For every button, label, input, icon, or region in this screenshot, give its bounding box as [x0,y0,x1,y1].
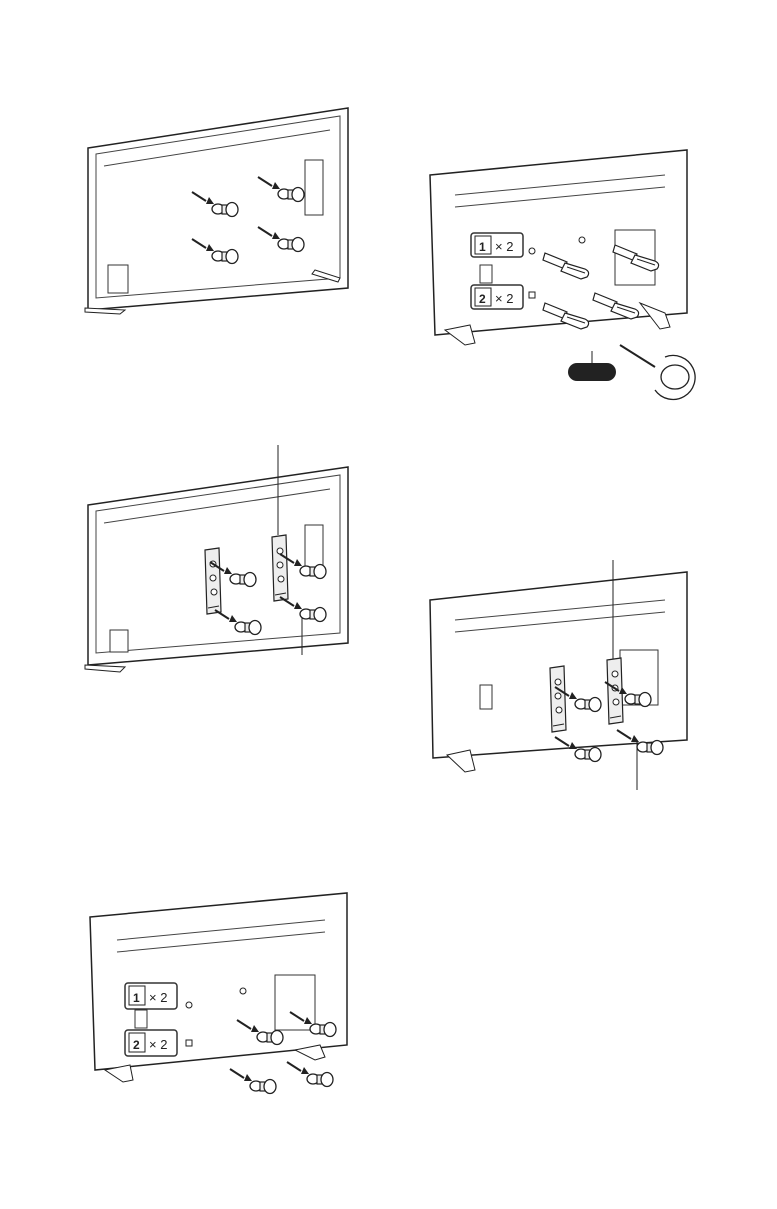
badge-3-count: × 2 [149,990,167,1005]
badge-1-count: × 2 [495,239,513,254]
tv-back-spacer-positions-icon: 1 × 2 2 × 2 [85,885,365,1115]
badge-4: 2 × 2 [125,1030,177,1056]
badge-3: 1 × 2 [125,983,177,1009]
tv-back-remove-screws-icon [80,100,360,320]
badge-4-count: × 2 [149,1037,167,1052]
figure-attach-brackets-b [425,560,705,795]
badge-2-number: 2 [479,292,486,306]
badge-2: 2 × 2 [471,285,523,309]
badge-1: 1 × 2 [471,233,523,257]
figure-spacer-positions: 1 × 2 2 × 2 [85,885,365,1115]
figure-remove-screws [80,100,360,320]
badge-1-number: 1 [479,240,486,254]
figure-insert-spacers: 1 × 2 2 × 2 [425,145,705,405]
badge-4-number: 2 [133,1038,140,1052]
tv-back-attach-brackets-alt-icon [425,560,705,795]
figure-attach-brackets-a [80,445,360,680]
badge-3-number: 1 [133,991,140,1005]
spacer-callout-label [568,363,616,381]
tv-back-attach-brackets-icon [80,445,360,680]
badge-2-count: × 2 [495,291,513,306]
tv-back-insert-spacers-icon: 1 × 2 2 × 2 [425,145,705,405]
